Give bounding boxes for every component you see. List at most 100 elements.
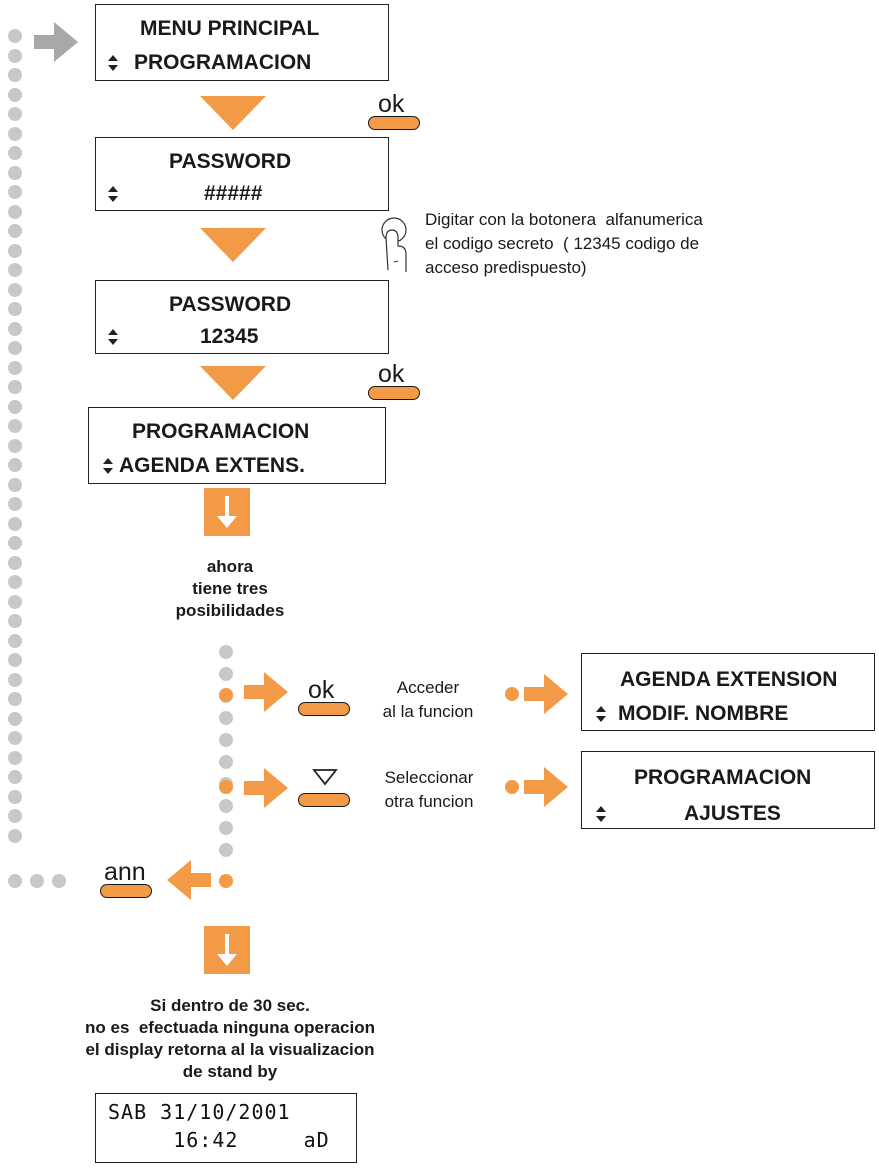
gray-dot xyxy=(219,843,233,857)
display-line1: PASSWORD xyxy=(169,150,292,173)
gray-dot xyxy=(8,205,22,219)
up-down-icon xyxy=(108,186,118,202)
gray-dot xyxy=(8,68,22,82)
display-standby: SAB 31/10/2001 16:42 aD xyxy=(95,1093,357,1163)
gray-dot xyxy=(8,874,22,888)
ann-key-label: ann xyxy=(104,858,146,886)
access-function-note: Acceder al la funcion xyxy=(382,678,474,721)
down-key-button[interactable] xyxy=(298,793,350,807)
arrow-down-icon xyxy=(200,96,266,130)
ok-key-button[interactable] xyxy=(298,702,350,716)
gray-dot xyxy=(52,874,66,888)
timeout-note: Si dentro de 30 sec. no es efectuada nin… xyxy=(85,996,375,1081)
gray-dot xyxy=(8,302,22,316)
display-line2: PROGRAMACION xyxy=(134,51,312,74)
gray-dot xyxy=(8,224,22,238)
display-line2: ##### xyxy=(204,182,263,205)
display-line2: AGENDA EXTENS. xyxy=(119,454,305,477)
arrow-right-icon xyxy=(244,768,288,808)
display-line1: PROGRAMACION xyxy=(132,420,310,443)
gray-dot xyxy=(8,439,22,453)
up-down-icon xyxy=(108,55,118,71)
gray-dot xyxy=(8,614,22,628)
gray-dot xyxy=(8,127,22,141)
finger-press-icon xyxy=(381,217,407,272)
gray-dot xyxy=(8,692,22,706)
ok-key-label: ok xyxy=(378,90,405,118)
arrow-right-icon xyxy=(524,674,568,714)
display-line1: MENU PRINCIPAL xyxy=(140,17,320,40)
arrow-down-icon xyxy=(204,488,250,536)
display-line2: AJUSTES xyxy=(684,802,781,825)
gray-dot xyxy=(8,634,22,648)
display-line2: 12345 xyxy=(200,325,259,348)
gray-dot xyxy=(8,29,22,43)
gray-dot xyxy=(8,88,22,102)
gray-dot xyxy=(219,711,233,725)
orange-dot xyxy=(505,780,519,794)
display-line1: AGENDA EXTENSION xyxy=(620,668,838,691)
display-main-menu: MENU PRINCIPAL PROGRAMACION xyxy=(95,4,389,81)
arrow-right-icon xyxy=(524,767,568,807)
display-password-value: PASSWORD 12345 xyxy=(95,280,389,354)
ok-key-button[interactable] xyxy=(368,386,420,400)
gray-dot xyxy=(219,821,233,835)
entry-arrow-icon xyxy=(34,22,78,62)
select-other-note: Seleccionar otra funcion xyxy=(384,768,474,811)
display-line1: PASSWORD xyxy=(169,293,292,316)
up-down-icon xyxy=(596,806,606,822)
gray-dot xyxy=(219,755,233,769)
gray-dot xyxy=(8,536,22,550)
gray-dot xyxy=(8,673,22,687)
ok-key-button[interactable] xyxy=(368,116,420,130)
gray-dot xyxy=(8,341,22,355)
ann-key-button[interactable] xyxy=(100,884,152,898)
arrow-down-icon xyxy=(204,926,250,974)
gray-dot xyxy=(8,731,22,745)
arrow-down-icon xyxy=(200,366,266,400)
ok-key-label: ok xyxy=(308,676,335,704)
gray-dot xyxy=(8,107,22,121)
gray-dot xyxy=(219,645,233,659)
orange-dot xyxy=(219,688,233,702)
orange-dot xyxy=(219,780,233,794)
gray-dot xyxy=(8,653,22,667)
display-ajustes: PROGRAMACION AJUSTES xyxy=(581,751,875,829)
gray-dot xyxy=(8,595,22,609)
password-hint: Digitar con la botonera alfanumerica el … xyxy=(425,210,703,277)
up-down-icon xyxy=(108,329,118,345)
display-password-mask: PASSWORD ##### xyxy=(95,137,389,211)
gray-dot xyxy=(8,751,22,765)
gray-dot xyxy=(8,556,22,570)
arrow-right-icon xyxy=(244,672,288,712)
gray-dot xyxy=(8,283,22,297)
orange-dot xyxy=(219,874,233,888)
gray-dot xyxy=(219,667,233,681)
gray-dot xyxy=(8,361,22,375)
ok-key-label: ok xyxy=(378,360,405,388)
gray-dot xyxy=(8,575,22,589)
gray-dot xyxy=(8,458,22,472)
gray-dot xyxy=(8,809,22,823)
display-agenda-extension: AGENDA EXTENSION MODIF. NOMBRE xyxy=(581,653,875,731)
gray-dot xyxy=(8,49,22,63)
display-line1: PROGRAMACION xyxy=(634,766,812,789)
gray-dot xyxy=(8,419,22,433)
arrow-left-icon xyxy=(167,860,211,900)
up-down-icon xyxy=(103,458,113,474)
gray-dot xyxy=(8,517,22,531)
gray-dot xyxy=(219,799,233,813)
gray-dot xyxy=(8,263,22,277)
gray-dot xyxy=(8,478,22,492)
gray-dot xyxy=(8,166,22,180)
orange-dot xyxy=(505,687,519,701)
gray-dot xyxy=(8,185,22,199)
gray-dot xyxy=(8,380,22,394)
gray-dot xyxy=(8,790,22,804)
display-line2: MODIF. NOMBRE xyxy=(618,702,789,725)
up-down-icon xyxy=(596,706,606,722)
gray-dot xyxy=(219,733,233,747)
standby-line1: SAB 31/10/2001 xyxy=(108,1100,291,1124)
gray-dot xyxy=(8,770,22,784)
gray-dot xyxy=(8,829,22,843)
